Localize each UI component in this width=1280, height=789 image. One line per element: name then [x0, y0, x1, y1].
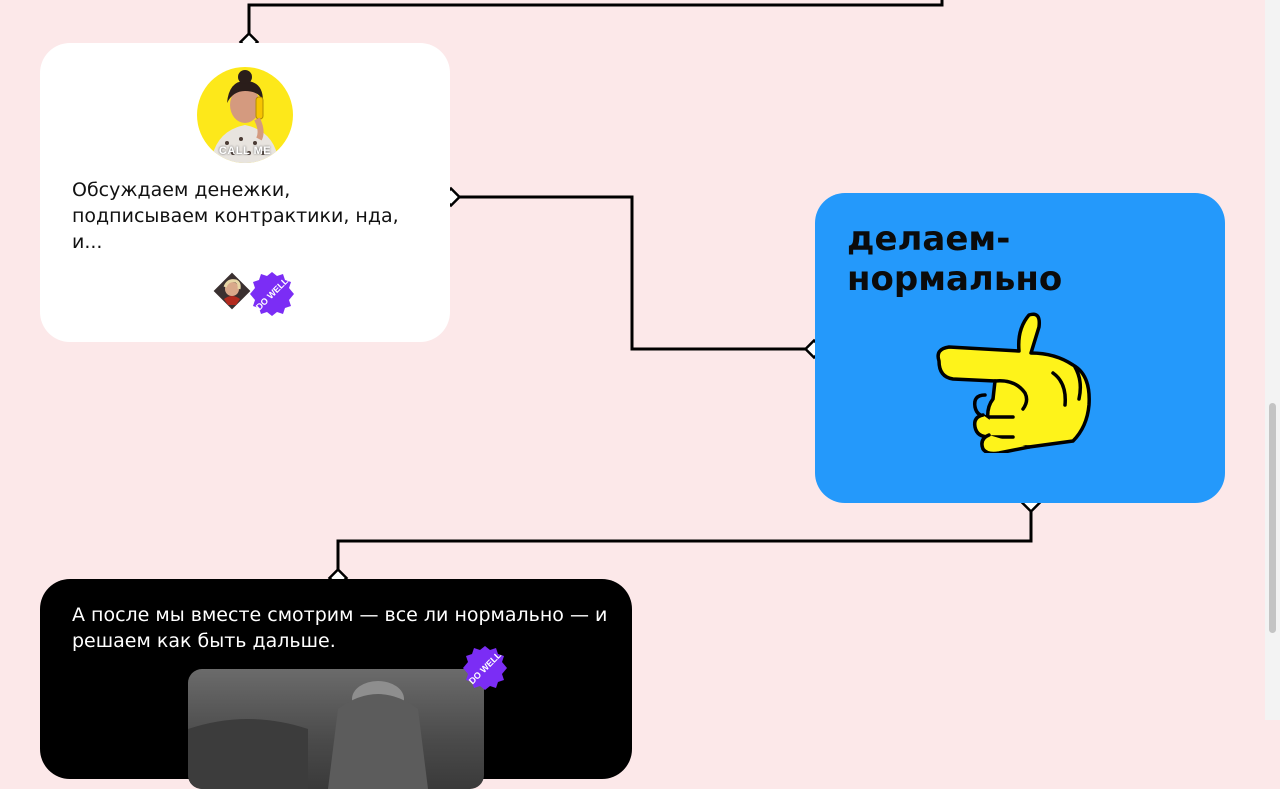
final-step-text: А после мы вместе смотрим — все ли норма… — [72, 604, 608, 652]
call-step-card: CALL ME Обсуждаем денежки, подписываем к… — [40, 43, 450, 342]
person-avatar-icon — [213, 272, 251, 310]
avatar-caption: CALL ME — [218, 145, 272, 157]
video-thumbnail[interactable] — [188, 669, 484, 789]
normal-step-title: делаем-нормально — [847, 219, 1063, 299]
woman-phone-avatar: CALL ME — [197, 67, 293, 163]
page-scrollbar[interactable] — [1265, 0, 1280, 720]
call-step-text: Обсуждаем денежки, подписываем контракти… — [72, 179, 399, 253]
scrollbar-thumb[interactable] — [1269, 403, 1276, 633]
dowell-badge-icon: DO WELL — [249, 271, 295, 317]
normal-step-card: делаем-нормально — [815, 193, 1225, 503]
pointing-hand-icon — [936, 312, 1091, 453]
final-step-card: А после мы вместе смотрим — все ли норма… — [40, 579, 632, 789]
dowell-badge-icon: DO WELL — [462, 645, 508, 691]
